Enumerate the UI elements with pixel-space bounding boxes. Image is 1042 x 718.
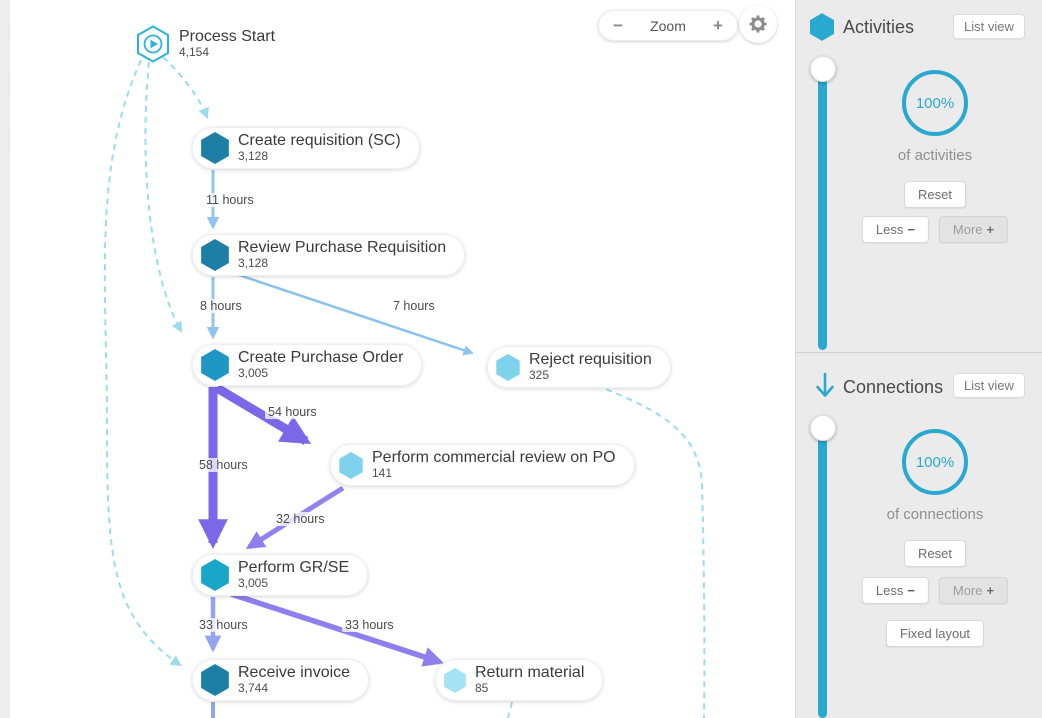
zoom-label: Zoom bbox=[650, 17, 686, 34]
node-count: 141 bbox=[372, 466, 393, 481]
edge-label-33-hours-right: 33 hours bbox=[342, 618, 397, 632]
edge-create-po-to-commercial-review[interactable] bbox=[214, 384, 312, 445]
activities-more-button[interactable]: More+ bbox=[938, 216, 1009, 243]
node-count: 3,005 bbox=[238, 576, 269, 591]
more-label: More bbox=[952, 583, 983, 598]
activity-hexagon-icon bbox=[201, 559, 229, 591]
connections-less-button[interactable]: Less− bbox=[861, 577, 929, 604]
zoom-in-button[interactable]: + bbox=[713, 16, 723, 35]
activities-less-button[interactable]: Less− bbox=[861, 216, 929, 243]
node-review-purchase-requisition[interactable]: Review Purchase Requisition 3,128 bbox=[192, 234, 466, 276]
panel-section-divider bbox=[795, 352, 1042, 353]
node-title: Perform GR/SE bbox=[238, 559, 350, 577]
connections-more-button[interactable]: More+ bbox=[938, 577, 1009, 604]
activity-hexagon-icon bbox=[201, 239, 229, 271]
edge-label-32-hours: 32 hours bbox=[273, 512, 328, 526]
activities-percent-circle: 100% bbox=[902, 70, 968, 136]
node-count: 3,128 bbox=[238, 256, 269, 271]
node-create-requisition-sc[interactable]: Create requisition (SC) 3,128 bbox=[192, 127, 420, 169]
activities-percent-caption: of activities bbox=[897, 147, 973, 164]
activities-hexagon-icon bbox=[810, 13, 834, 41]
activity-hexagon-icon bbox=[201, 664, 229, 696]
edge-start-to-receive-invoice[interactable] bbox=[103, 59, 182, 667]
minus-icon: − bbox=[907, 583, 915, 598]
gear-icon bbox=[749, 15, 767, 33]
node-count: 325 bbox=[529, 368, 550, 383]
node-title: Perform commercial review on PO bbox=[372, 449, 616, 467]
connections-slider-thumb[interactable] bbox=[810, 415, 836, 441]
zoom-out-button[interactable]: − bbox=[613, 16, 623, 35]
edge-start-to-create-requisition[interactable] bbox=[162, 56, 209, 120]
edge-label-8-hours: 8 hours bbox=[197, 299, 245, 313]
connections-slider-track[interactable] bbox=[818, 428, 827, 718]
connections-section-title: Connections bbox=[843, 377, 944, 397]
node-count: 85 bbox=[475, 681, 489, 696]
less-label: Less bbox=[875, 583, 904, 598]
node-reject-requisition[interactable]: Reject requisition 325 bbox=[487, 346, 671, 388]
activities-reset-button[interactable]: Reset bbox=[904, 181, 966, 208]
node-create-purchase-order[interactable]: Create Purchase Order 3,005 bbox=[192, 344, 423, 386]
edge-start-to-create-purchase-order[interactable] bbox=[144, 61, 183, 333]
node-count: 4,154 bbox=[179, 44, 210, 59]
connections-list-view-button[interactable]: List view bbox=[953, 373, 1025, 398]
activities-percent-value: 100% bbox=[915, 94, 955, 112]
edge-label-7-hours: 7 hours bbox=[390, 299, 438, 313]
node-title: Reject requisition bbox=[529, 351, 652, 369]
minus-icon: − bbox=[907, 222, 915, 237]
node-title: Create Purchase Order bbox=[238, 349, 404, 367]
connections-percent-circle: 100% bbox=[902, 429, 968, 495]
activities-slider-track[interactable] bbox=[818, 69, 827, 350]
edge-perform-grse-to-return-material[interactable] bbox=[230, 591, 444, 667]
less-label: Less bbox=[875, 222, 904, 237]
activity-hexagon-icon bbox=[496, 353, 520, 381]
node-count: 3,744 bbox=[238, 681, 269, 696]
process-start-icon bbox=[137, 25, 169, 63]
node-count: 3,128 bbox=[238, 149, 269, 164]
node-receive-invoice[interactable]: Receive invoice 3,744 bbox=[192, 659, 370, 701]
connections-arrow-icon bbox=[816, 372, 834, 397]
activity-hexagon-icon bbox=[201, 132, 229, 164]
node-perform-gr-se[interactable]: Perform GR/SE 3,005 bbox=[192, 554, 369, 596]
activity-hexagon-icon bbox=[444, 667, 466, 693]
left-rail bbox=[0, 0, 10, 718]
plus-icon: + bbox=[986, 583, 995, 598]
connections-percent-caption: of connections bbox=[886, 506, 984, 523]
fixed-layout-button[interactable]: Fixed layout bbox=[885, 620, 985, 647]
edge-review-to-reject[interactable] bbox=[232, 271, 474, 356]
node-title: Review Purchase Requisition bbox=[238, 239, 447, 257]
edge-label-58-hours: 58 hours bbox=[196, 458, 251, 472]
activity-hexagon-icon bbox=[201, 349, 229, 381]
node-title: Receive invoice bbox=[238, 664, 351, 682]
more-label: More bbox=[952, 222, 983, 237]
edge-return-material-down[interactable] bbox=[507, 701, 513, 718]
activities-list-view-button[interactable]: List view bbox=[953, 14, 1025, 39]
edge-reject-requisition-down[interactable] bbox=[595, 384, 706, 718]
node-return-material[interactable]: Return material 85 bbox=[435, 659, 604, 701]
node-title: Return material bbox=[475, 664, 585, 682]
activities-slider-thumb[interactable] bbox=[810, 56, 836, 82]
node-title: Create requisition (SC) bbox=[238, 132, 401, 150]
edge-label-11-hours: 11 hours bbox=[203, 193, 257, 207]
edge-label-54-hours: 54 hours bbox=[265, 405, 320, 419]
node-process-start[interactable]: Process Start 4,154 bbox=[136, 25, 275, 63]
connections-reset-button[interactable]: Reset bbox=[904, 540, 966, 567]
node-title: Process Start bbox=[179, 28, 276, 45]
node-perform-commercial-review-on-po[interactable]: Perform commercial review on PO 141 bbox=[330, 444, 635, 486]
settings-button[interactable] bbox=[739, 5, 777, 43]
edge-label-33-hours-left: 33 hours bbox=[196, 618, 251, 632]
activities-section-title: Activities bbox=[843, 17, 915, 37]
connections-percent-value: 100% bbox=[915, 453, 955, 471]
process-canvas[interactable]: 11 hours 8 hours 7 hours 54 hours 58 hou… bbox=[10, 0, 795, 718]
zoom-control: − Zoom + bbox=[598, 10, 738, 41]
activity-hexagon-icon bbox=[339, 451, 363, 479]
node-count: 3,005 bbox=[238, 366, 269, 381]
plus-icon: + bbox=[986, 222, 995, 237]
